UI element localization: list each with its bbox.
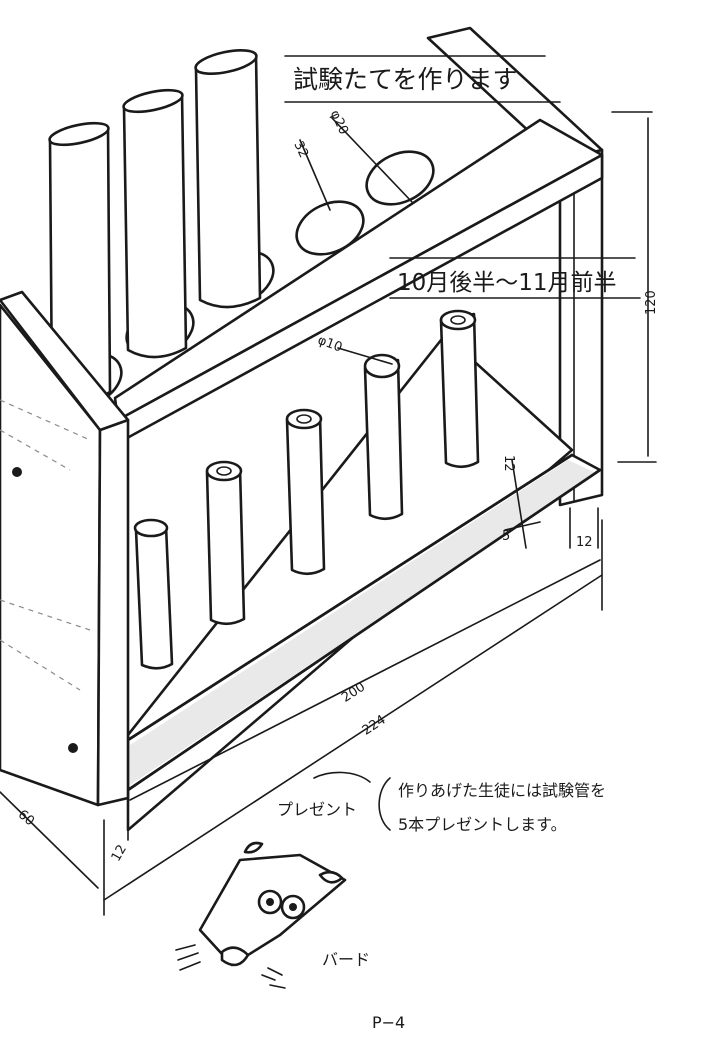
dim-inner-length: 200 xyxy=(339,680,368,706)
present-note-line1: 作りあげた生徒には試験管を xyxy=(398,781,606,800)
present-note-line2: 5本プレゼントします。 xyxy=(398,815,567,834)
test-tube-3 xyxy=(194,48,262,309)
dimension-lines xyxy=(0,111,657,916)
period-text: 10月後半〜11月前半 xyxy=(397,270,617,296)
screw-hole-bottom xyxy=(68,743,78,753)
page-title: 試験たてを作ります xyxy=(293,65,518,94)
bird-character: バード xyxy=(175,841,370,989)
dim-end-thickness: 12 xyxy=(109,842,130,864)
title-block: 試験たてを作ります xyxy=(284,55,561,103)
dim-shelf-gap: 5 xyxy=(502,529,510,544)
dim-rod-diameter: φ10 xyxy=(315,333,344,356)
dim-post-width: 12 xyxy=(576,535,593,550)
rod-1 xyxy=(133,518,174,670)
dim-shelf-thickness: 12 xyxy=(501,455,516,472)
rod-5 xyxy=(439,309,480,469)
test-tube-2 xyxy=(122,88,188,359)
dim-height: 120 xyxy=(644,290,659,315)
bottom-shelf xyxy=(126,333,602,832)
screw-hole-top xyxy=(12,467,22,477)
period-block: 10月後半〜11月前半 xyxy=(389,257,641,299)
test-tubes xyxy=(48,48,262,404)
dim-pitch: 32 xyxy=(290,139,311,160)
rod-2 xyxy=(205,460,246,626)
right-end-post xyxy=(426,26,604,507)
empty-hole-1 xyxy=(295,200,365,256)
left-end-panel xyxy=(0,290,130,807)
present-callout: プレゼント 作りあげた生徒には試験管を 5本プレゼントします。 xyxy=(277,771,606,834)
bird-name: バード xyxy=(322,950,370,969)
rod-3 xyxy=(285,408,326,576)
rods xyxy=(133,309,480,670)
present-label: プレゼント xyxy=(277,800,357,819)
dim-hole-diameter: φ20 xyxy=(327,108,351,137)
page-number: P−4 xyxy=(372,1013,405,1032)
rod-4 xyxy=(363,353,404,521)
